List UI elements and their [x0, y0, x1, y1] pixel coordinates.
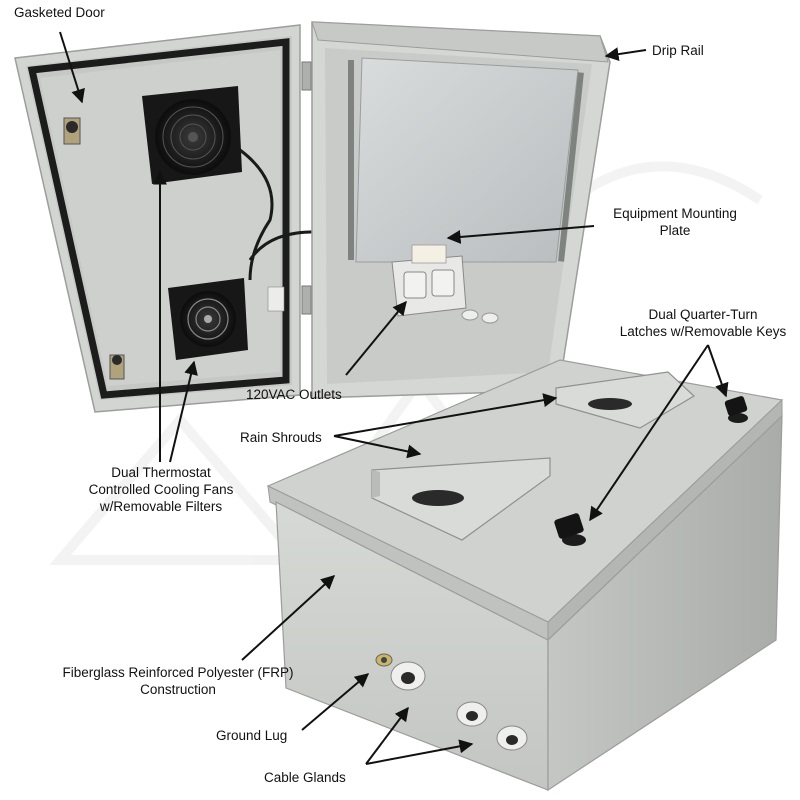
label-gasketed-door: Gasketed Door: [14, 5, 105, 20]
label-line: Controlled Cooling Fans: [88, 482, 234, 497]
label-120vac-outlets: 120VAC Outlets: [246, 387, 342, 402]
hinges: [301, 61, 312, 315]
label-line: w/Removable Filters: [99, 499, 223, 514]
rain-shroud-back: [555, 371, 695, 429]
rain-shroud-front: [371, 457, 551, 541]
label-cooling-fans: Dual Thermostat Controlled Cooling Fans …: [66, 464, 256, 515]
label-rain-shrouds: Rain Shrouds: [240, 430, 322, 445]
label-cable-glands: Cable Glands: [264, 770, 346, 785]
cooling-fan-bottom: [168, 278, 248, 360]
label-ground-lug: Ground Lug: [216, 728, 288, 743]
closed-enclosure: [266, 359, 784, 792]
label-line: Dual Quarter-Turn: [648, 307, 758, 322]
gasketed-door: [14, 24, 301, 413]
label-line: Fiberglass Reinforced Polyester (FRP): [62, 665, 294, 680]
cooling-fan-top: [142, 86, 242, 184]
label-quarter-turn-latches: Dual Quarter-Turn Latches w/Removable Ke…: [612, 306, 794, 340]
open-enclosure-body: [311, 21, 611, 399]
callout-arrows: [59, 31, 729, 765]
label-drip-rail: Drip Rail: [652, 43, 704, 58]
label-line: Dual Thermostat: [111, 465, 211, 480]
ground-lug: [375, 653, 393, 667]
label-line: Plate: [659, 223, 691, 238]
label-line: Latches w/Removable Keys: [619, 324, 787, 339]
label-line: Construction: [140, 682, 216, 697]
cable-glands: [390, 661, 528, 751]
label-frp-construction: Fiberglass Reinforced Polyester (FRP) Co…: [38, 664, 318, 698]
label-equipment-mounting-plate: Equipment Mounting Plate: [596, 205, 754, 239]
latch-key-back: [724, 396, 748, 423]
label-line: Equipment Mounting: [613, 206, 737, 221]
latch-key-front: [554, 513, 586, 546]
